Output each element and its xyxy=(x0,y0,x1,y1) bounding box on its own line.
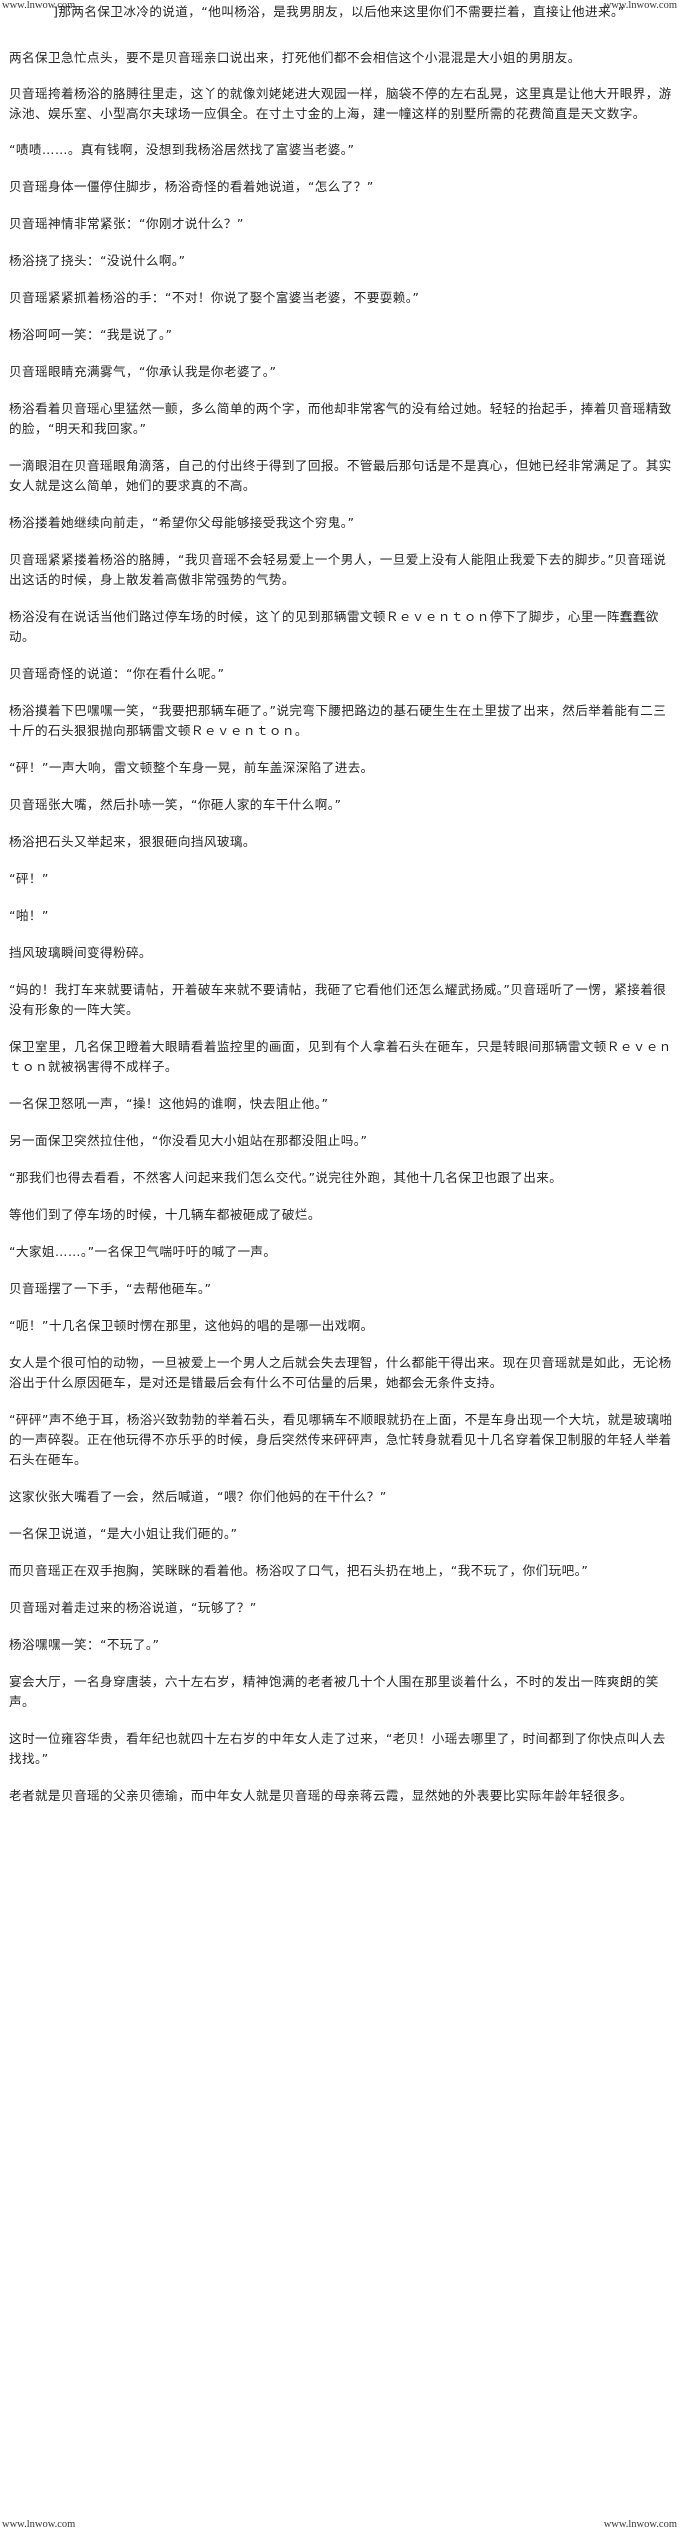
paragraph: 一名保卫说道，“是大小姐让我们砸的。” xyxy=(9,1526,238,1541)
paragraph: 这家伙张大嘴看了一会，然后喊道，“喂？你们他妈的在干什么？” xyxy=(9,1489,387,1504)
watermark-top-right: www.lnwow.com xyxy=(603,0,677,11)
paragraph: 老者就是贝音瑶的父亲贝德瑜，而中年女人就是贝音瑶的母亲蒋云霞，显然她的外表要比实… xyxy=(9,1788,633,1803)
paragraph: 贝音瑶摆了一下手，“去帮他砸车。” xyxy=(9,1281,212,1296)
paragraph: ]那两名保卫冰冷的说道，“他叫杨浴，是我男朋友，以后他来这里你们不需要拦着，直接… xyxy=(9,4,625,19)
paragraph: 贝音瑶身体一僵停住脚步，杨浴奇怪的看着她说道，“怎么了？” xyxy=(9,179,374,194)
watermark-bottom-left: www.lnwow.com xyxy=(2,2519,76,2530)
paragraph: “砰砰”声不绝于耳，杨浴兴致勃勃的举着石头，看见哪辆车不顺眼就扔在上面，不是车身… xyxy=(9,1412,673,1467)
paragraph: 两名保卫急忙点头，要不是贝音瑶亲口说出来，打死他们都不会相信这个小混混是大小姐的… xyxy=(9,50,581,65)
paragraph: 杨浴嘿嘿一笑：“不玩了。” xyxy=(9,1637,160,1652)
paragraph: 杨浴没有在说话当他们路过停车场的时候，这丫的见到那辆雷文顿Ｒｅｖｅｎｔｏｎ停下了… xyxy=(9,609,659,644)
paragraph: “啪！” xyxy=(9,908,49,923)
paragraph: 一滴眼泪在贝音瑶眼角滴落，自己的付出终于得到了回报。不管最后那句话是不是真心，但… xyxy=(9,458,672,493)
paragraph: 杨浴把石头又举起来，狠狠砸向挡风玻璃。 xyxy=(9,834,256,849)
paragraph: 贝音瑶张大嘴，然后扑哧一笑，“你砸人家的车干什么啊。” xyxy=(9,797,342,812)
paragraph: 另一面保卫突然拉住他，“你没看见大小姐站在那都没阻止吗。” xyxy=(9,1133,368,1148)
paragraph: 杨浴搂着她继续向前走，“希望你父母能够接受我这个穷鬼。” xyxy=(9,515,355,530)
paragraph: 保卫室里，几名保卫瞪着大眼睛看着监控里的画面，见到有个人拿着石头在砸车，只是转眼… xyxy=(9,1039,672,1074)
paragraph: 贝音瑶挎着杨浴的胳膊往里走，这丫的就像刘姥姥进大观园一样，脑袋不停的左右乱晃，这… xyxy=(9,86,672,121)
paragraph: 这时一位雍容华贵，看年纪也就四十左右岁的中年女人走了过来，“老贝！小瑶去哪里了，… xyxy=(9,1731,666,1766)
story-text: ]那两名保卫冰冷的说道，“他叫杨浴，是我男朋友，以后他来这里你们不需要拦着，直接… xyxy=(9,2,673,1806)
paragraph: 贝音瑶紧紧抓着杨浴的手：“不对！你说了娶个富婆当老婆，不要耍赖。” xyxy=(9,290,420,305)
paragraph: 杨浴摸着下巴嘿嘿一笑，“我要把那辆车砸了。”说完弯下腰把路边的基石硬生生在土里拔… xyxy=(9,703,667,738)
watermark-top-left: www.lnwow.com xyxy=(2,0,76,11)
paragraph: “砰！”一声大响，雷文顿整个车身一晃，前车盖深深陷了进去。 xyxy=(9,760,374,775)
paragraph: 杨浴呵呵一笑：“我是说了。” xyxy=(9,327,173,342)
paragraph: 女人是个很可怕的动物，一旦被爱上一个男人之后就会失去理智，什么都能干得出来。现在… xyxy=(9,1355,672,1390)
paragraph: 贝音瑶眼睛充满雾气，“你承认我是你老婆了。” xyxy=(9,364,277,379)
paragraph: “啧啧……。真有钱啊，没想到我杨浴居然找了富婆当老婆。” xyxy=(9,142,355,157)
paragraph: 贝音瑶奇怪的说道：“你在看什么呢。” xyxy=(9,666,225,681)
paragraph: “大家姐……。”一名保卫气喘吁吁的喊了一声。 xyxy=(9,1244,277,1259)
paragraph: 杨浴挠了挠头：“没说什么啊。” xyxy=(9,253,186,268)
paragraph: “砰！” xyxy=(9,871,49,886)
paragraph: 贝音瑶对着走过来的杨浴说道，“玩够了？” xyxy=(9,1600,257,1615)
paragraph: 等他们到了停车场的时候，十几辆车都被砸成了破烂。 xyxy=(9,1207,321,1222)
paragraph: 一名保卫怒吼一声，“操！这他妈的谁啊，快去阻止他。” xyxy=(9,1096,329,1111)
paragraph: 杨浴看着贝音瑶心里猛然一颤，多么简单的两个字，而他却非常客气的没有给过她。轻轻的… xyxy=(9,401,672,436)
paragraph: 宴会大厅，一名身穿唐装，六十左右岁，精神饱满的老者被几十个人围在那里谈着什么，不… xyxy=(9,1674,659,1709)
watermark-bottom-right: www.lnwow.com xyxy=(603,2519,677,2530)
paragraph: 而贝音瑶正在双手抱胸，笑眯眯的看着他。杨浴叹了口气，把石头扔在地上，“我不玩了，… xyxy=(9,1563,589,1578)
paragraph: 挡风玻璃瞬间变得粉碎。 xyxy=(9,945,152,960)
paragraph: “呃！”十几名保卫顿时愣在那里，这他妈的唱的是哪一出戏啊。 xyxy=(9,1318,374,1333)
paragraph: 贝音瑶紧紧搂着杨浴的胳膊，“我贝音瑶不会轻易爱上一个男人，一旦爱上没有人能阻止我… xyxy=(9,552,667,587)
paragraph: “那我们也得去看看，不然客人问起来我们怎么交代。”说完往外跑，其他十几名保卫也跟… xyxy=(9,1170,563,1185)
paragraph: “妈的！我打车来就要请帖，开着破车来就不要请帖，我砸了它看他们还怎么耀武扬威。”… xyxy=(9,982,667,1017)
paragraph: 贝音瑶神情非常紧张：“你刚才说什么？” xyxy=(9,216,244,231)
